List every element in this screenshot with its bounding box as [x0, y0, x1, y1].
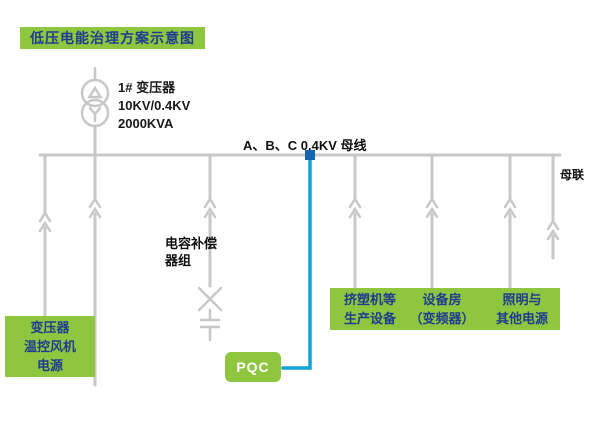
pqc-connection-line — [281, 154, 312, 370]
bus-tie-label: 母联 — [560, 168, 585, 182]
breaker-icon — [503, 196, 517, 219]
branch-extruder — [348, 154, 362, 290]
branch-lighting — [503, 154, 517, 290]
transformer-ratio: 10KV/0.4KV — [118, 98, 191, 113]
breaker-icon — [546, 218, 560, 241]
breaker-icon — [425, 196, 439, 219]
capacitor-label-line1: 电容补偿 — [165, 236, 218, 251]
load-label-line: （变频器） — [409, 311, 475, 326]
breaker-icon — [348, 196, 362, 219]
branch-bus-tie — [546, 154, 560, 260]
branch-feeder — [88, 154, 102, 387]
branch-capacitor — [197, 154, 223, 342]
load-label-line: 挤塑机等 — [343, 292, 396, 307]
load-label-line: 变压器 — [30, 320, 70, 335]
breaker-icon — [88, 196, 102, 219]
transformer-info: 1# 变压器 10KV/0.4KV 2000KVA — [118, 79, 190, 133]
load-label-line: 电源 — [36, 358, 63, 373]
page-title: 低压电能治理方案示意图 — [20, 27, 205, 49]
load-label-line: 设备房 — [422, 292, 462, 307]
capacitor-icon — [197, 286, 223, 342]
branch-equipment-room — [425, 154, 439, 290]
transformer-name: 1# 变压器 — [118, 80, 176, 95]
load-label-line: 温控风机 — [23, 339, 76, 354]
transformer-symbol — [80, 66, 110, 157]
pqc-device: PQC — [225, 352, 281, 382]
load-box-extruder: 挤塑机等 生产设备 — [330, 288, 410, 330]
breaker-icon — [38, 210, 52, 233]
load-label-line: 生产设备 — [343, 311, 396, 326]
bus-label: A、B、C 0.4KV 母线 — [243, 138, 367, 153]
transformer-capacity: 2000KVA — [118, 116, 174, 131]
load-box-equipment-room: 设备房 （变频器） — [400, 288, 484, 330]
capacitor-label-line2: 器组 — [165, 253, 192, 268]
branch-fan — [38, 154, 52, 318]
breaker-icon — [203, 196, 217, 219]
load-box-transformer-fan: 变压器 温控风机 电源 — [5, 316, 95, 377]
load-box-lighting: 照明与 其他电源 — [484, 288, 560, 330]
load-label-line: 其他电源 — [495, 311, 548, 326]
capacitor-label: 电容补偿 器组 — [165, 235, 217, 269]
bus-tap-node — [305, 150, 315, 160]
load-label-line: 照明与 — [502, 292, 542, 307]
